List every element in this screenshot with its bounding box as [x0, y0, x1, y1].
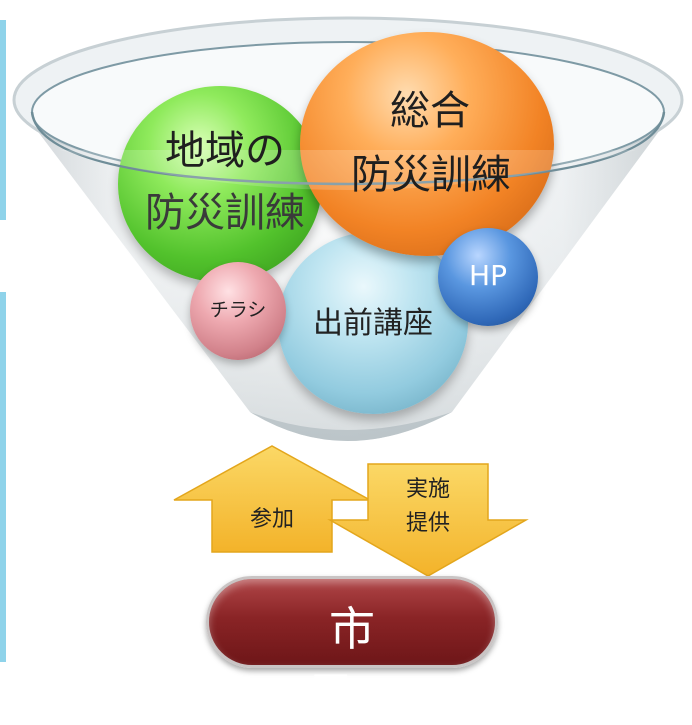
- ball-chiiki-label-line2: 防災訓練: [145, 190, 305, 236]
- ball-hp: [438, 228, 538, 326]
- participate-arrow: [173, 445, 371, 553]
- ball-chirashi: [190, 262, 286, 360]
- left-accent-bar-top: [0, 20, 6, 220]
- diagram-canvas: 地域の 防災訓練 総合 防災訓練 出前講座 チラシ HP 参加 実施 提供 市 …: [0, 16, 684, 722]
- citizen-label: 市 民: [309, 602, 501, 722]
- participate-arrow-label: 参加: [249, 507, 294, 532]
- funnel-rim-front: [30, 111, 666, 186]
- provide-arrow: [327, 463, 529, 577]
- provide-arrow-label-line2: 提供: [405, 511, 450, 536]
- ball-sougou-label-line1: 総合: [390, 88, 470, 134]
- ball-demae-label: 出前講座: [313, 306, 433, 341]
- ball-sougou-label-line2: 防災訓練: [351, 152, 511, 198]
- ball-sougou: [300, 32, 554, 256]
- provide-arrow-label-line1: 実施: [405, 477, 450, 502]
- arrows-graphic: [173, 445, 529, 577]
- ball-chiiki-label-line1: 地域の: [165, 128, 285, 174]
- citizen-box: 市 民: [206, 576, 498, 722]
- ball-chirashi-label: チラシ: [209, 299, 267, 321]
- ball-hp-label: HP: [469, 259, 507, 292]
- left-accent-bar-bottom: [0, 292, 6, 662]
- ball-demae: [278, 232, 468, 414]
